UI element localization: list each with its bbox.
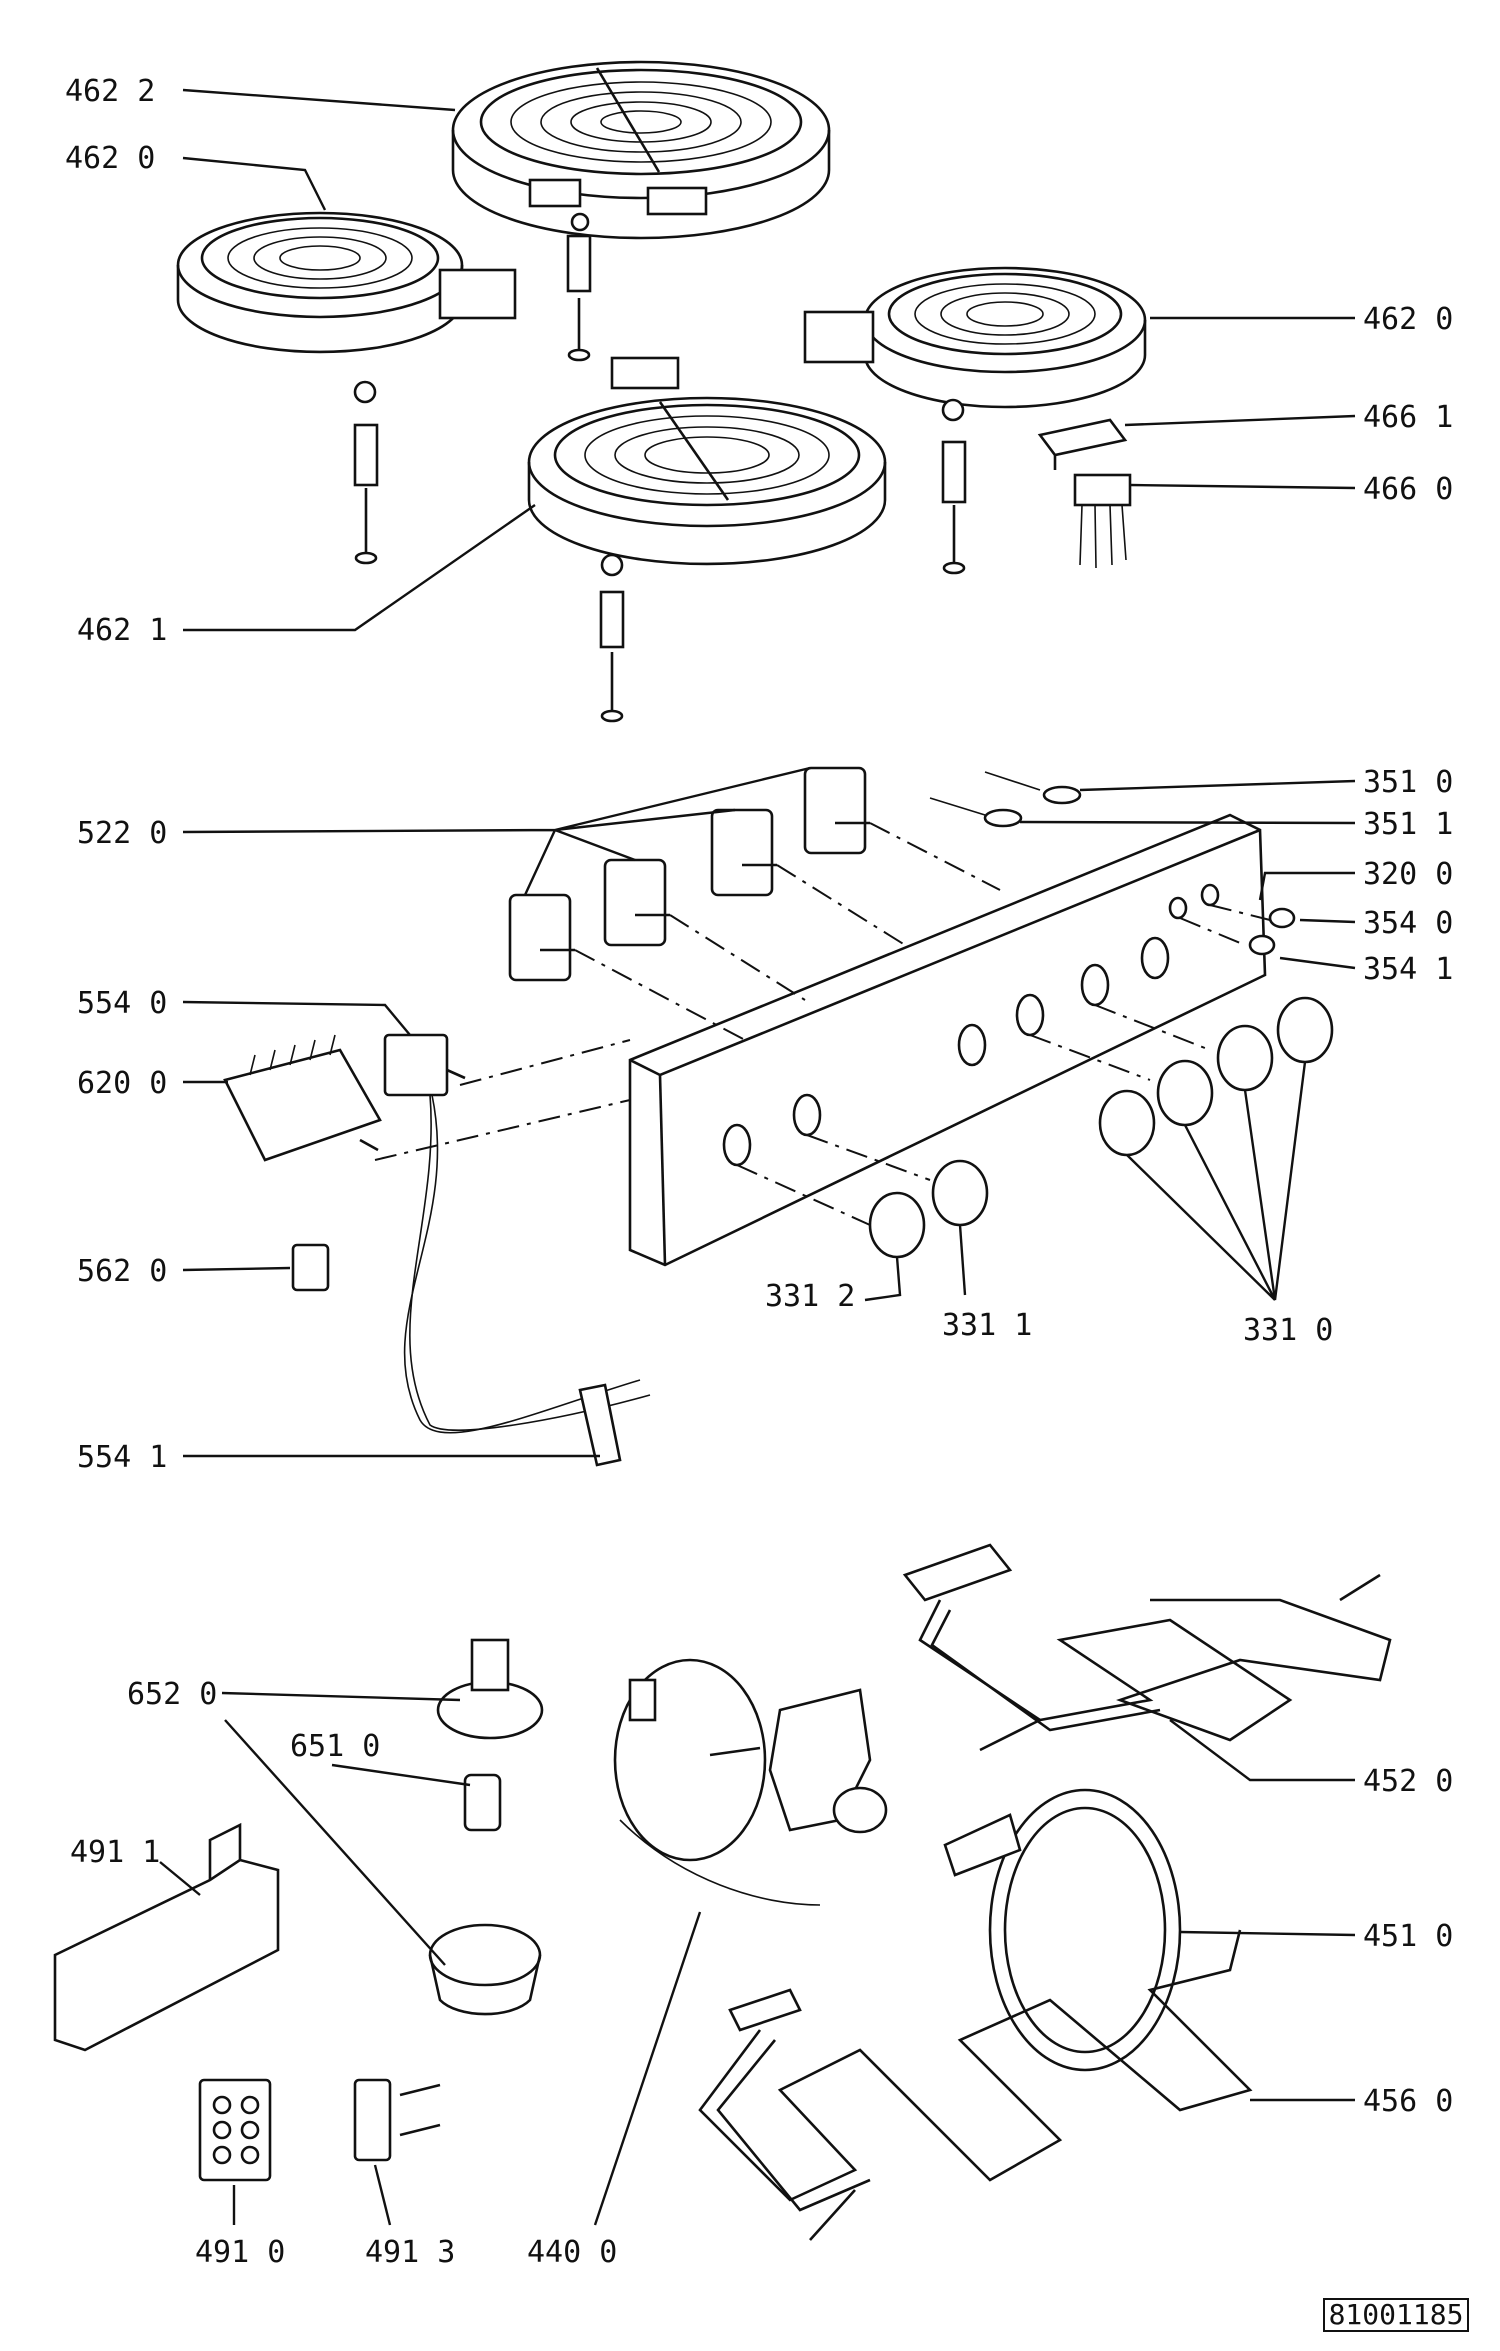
label-554-0: 554 0 (77, 986, 167, 1021)
label-451-0: 451 0 (1363, 1919, 1453, 1954)
label-331-2: 331 2 (765, 1279, 855, 1314)
label-620-0: 620 0 (77, 1066, 167, 1101)
label-351-1: 351 1 (1363, 807, 1453, 842)
door-switch (353, 2078, 441, 2162)
label-491-1: 491 1 (70, 1835, 160, 1870)
label-466-0: 466 0 (1363, 472, 1453, 507)
label-331-1: 331 1 (942, 1308, 1032, 1343)
label-462-0-left: 462 0 (65, 141, 155, 176)
document-number: 81001185 (1323, 2298, 1469, 2332)
label-452-0: 452 0 (1363, 1764, 1453, 1799)
thermostat (383, 1033, 651, 1467)
terminal-cover (1037, 418, 1128, 470)
label-456-0: 456 0 (1363, 2084, 1453, 2119)
hotplate-large-front (527, 356, 887, 566)
hotplate-small-left (176, 211, 517, 354)
label-491-0: 491 0 (195, 2235, 285, 2270)
label-320-0: 320 0 (1363, 857, 1453, 892)
control-panel-fascia (628, 813, 1267, 1267)
label-354-0: 354 0 (1363, 906, 1453, 941)
pilot-lamps (1248, 907, 1296, 956)
label-354-1: 354 1 (1363, 952, 1453, 987)
terminal-connector (1073, 473, 1132, 569)
label-331-0: 331 0 (1243, 1313, 1333, 1348)
thermal-cutout (291, 1243, 330, 1292)
connection-cables (929, 771, 1082, 828)
label-462-1: 462 1 (77, 613, 167, 648)
fan-motor-assembly (613, 1658, 888, 1906)
grill-element-top (902, 1543, 1392, 1752)
label-351-0: 351 0 (1363, 765, 1453, 800)
label-466-1: 466 1 (1363, 400, 1453, 435)
label-562-0: 562 0 (77, 1254, 167, 1289)
label-462-0-right: 462 0 (1363, 302, 1453, 337)
spacer-screw-set (353, 212, 967, 723)
hotplate-large-rear (451, 60, 831, 240)
label-522-0: 522 0 (77, 816, 167, 851)
part-labels: 462 2 462 0 462 0 466 1 466 0 462 1 351 … (65, 74, 1453, 2270)
circular-element (943, 1788, 1182, 2072)
function-selector (223, 1034, 382, 1162)
label-440-0: 440 0 (527, 2235, 617, 2270)
leader-lines (159, 88, 1356, 2226)
energy-regulators (508, 766, 870, 982)
oven-lamp-assembly (428, 1638, 544, 2016)
rear-panel-bracket (53, 1822, 280, 2052)
label-491-3: 491 3 (365, 2235, 455, 2270)
label-554-1: 554 1 (77, 1440, 167, 1475)
alignment-lines (374, 822, 1271, 1226)
base-element (698, 1929, 1253, 2241)
label-651-0: 651 0 (290, 1729, 380, 1764)
label-652-0: 652 0 (127, 1677, 217, 1712)
terminal-block (198, 2078, 272, 2182)
label-462-2: 462 2 (65, 74, 155, 109)
hotplate-small-right (803, 266, 1147, 409)
